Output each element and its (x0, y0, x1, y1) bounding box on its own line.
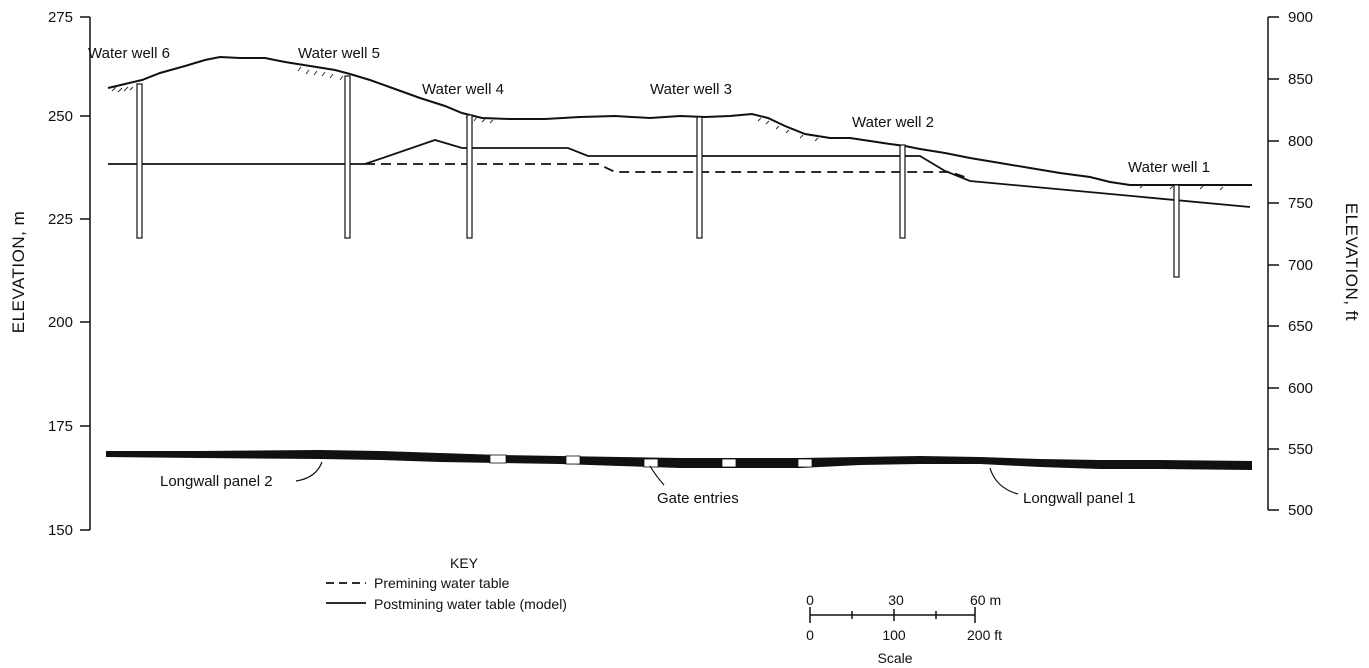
left-elevation-axis: 275 250 225 200 175 150 ELEVATION, m (9, 9, 91, 539)
well-5-label: Water well 5 (298, 45, 380, 62)
left-tick-label: 250 (48, 108, 73, 125)
right-tick-label: 800 (1288, 133, 1313, 150)
scale-ft-label: 0 (806, 627, 814, 643)
right-tick-label: 500 (1288, 502, 1313, 519)
gate-entry (489, 454, 507, 464)
left-axis-title: ELEVATION, m (9, 211, 28, 334)
left-tick-label: 150 (48, 522, 73, 539)
well-2-label: Water well 2 (852, 114, 934, 131)
well-6 (136, 83, 143, 239)
left-tick-label: 175 (48, 418, 73, 435)
scale-bar: 0 30 60 m 0 100 200 ft Scale (806, 592, 1002, 666)
legend-postmining-label: Postmining water table (model) (374, 596, 567, 612)
gate-entry (565, 455, 581, 465)
right-tick-label: 650 (1288, 318, 1313, 335)
well-2-casing (899, 144, 906, 239)
legend-premining-label: Premining water table (374, 575, 510, 591)
gate-entry (721, 458, 737, 468)
longwall-panel-1-leader (989, 467, 1019, 495)
well-3-casing (696, 116, 703, 239)
right-tick-label: 550 (1288, 441, 1313, 458)
longwall-panel-1-label: Longwall panel 1 (1023, 490, 1136, 507)
right-tick-label: 750 (1288, 195, 1313, 212)
well-4 (466, 114, 473, 239)
right-tick-label: 700 (1288, 257, 1313, 274)
gate-entries-leader (649, 465, 665, 486)
left-tick-label: 200 (48, 314, 73, 331)
well-1 (1173, 184, 1180, 278)
right-elevation-axis: 900 850 800 750 700 650 600 550 500 ELEV… (1267, 9, 1361, 519)
coal-seam-band (106, 450, 1252, 470)
well-5 (344, 75, 351, 239)
legend: KEY Premining water table Postmining wat… (326, 555, 567, 612)
longwall-panel-2-label: Longwall panel 2 (160, 473, 273, 490)
well-4-label: Water well 4 (422, 81, 504, 98)
well-1-label: Water well 1 (1128, 159, 1210, 176)
legend-title: KEY (450, 555, 479, 571)
premining-water-table-line (365, 163, 969, 179)
left-tick-label: 275 (48, 9, 73, 26)
scale-m-label: 60 m (970, 592, 1001, 608)
well-2 (899, 144, 906, 239)
right-tick-label: 600 (1288, 380, 1313, 397)
gate-entry (797, 458, 813, 468)
scale-ft-label: 100 (882, 627, 906, 643)
postmining-water-table-line (108, 139, 1251, 208)
right-tick-label: 850 (1288, 71, 1313, 88)
well-5-casing (344, 75, 351, 239)
coal-seam (106, 450, 1252, 470)
gate-entry (643, 458, 659, 468)
longwall-panel-2-leader (295, 461, 323, 482)
scale-m-label: 30 (888, 592, 904, 608)
ground-texture (111, 66, 1224, 191)
scale-caption: Scale (877, 650, 912, 666)
ground-surface-line (107, 55, 1252, 186)
scale-m-label: 0 (806, 592, 814, 608)
well-6-casing (136, 83, 143, 239)
well-3 (696, 116, 703, 239)
left-tick-label: 225 (48, 211, 73, 228)
gate-entries-label: Gate entries (657, 490, 739, 507)
right-tick-label: 900 (1288, 9, 1313, 26)
scale-ft-label: 200 ft (967, 627, 1002, 643)
well-4-casing (466, 114, 473, 239)
well-3-label: Water well 3 (650, 81, 732, 98)
right-axis-title: ELEVATION, ft (1342, 203, 1361, 321)
well-6-label: Water well 6 (88, 45, 170, 62)
well-1-casing (1173, 184, 1180, 278)
